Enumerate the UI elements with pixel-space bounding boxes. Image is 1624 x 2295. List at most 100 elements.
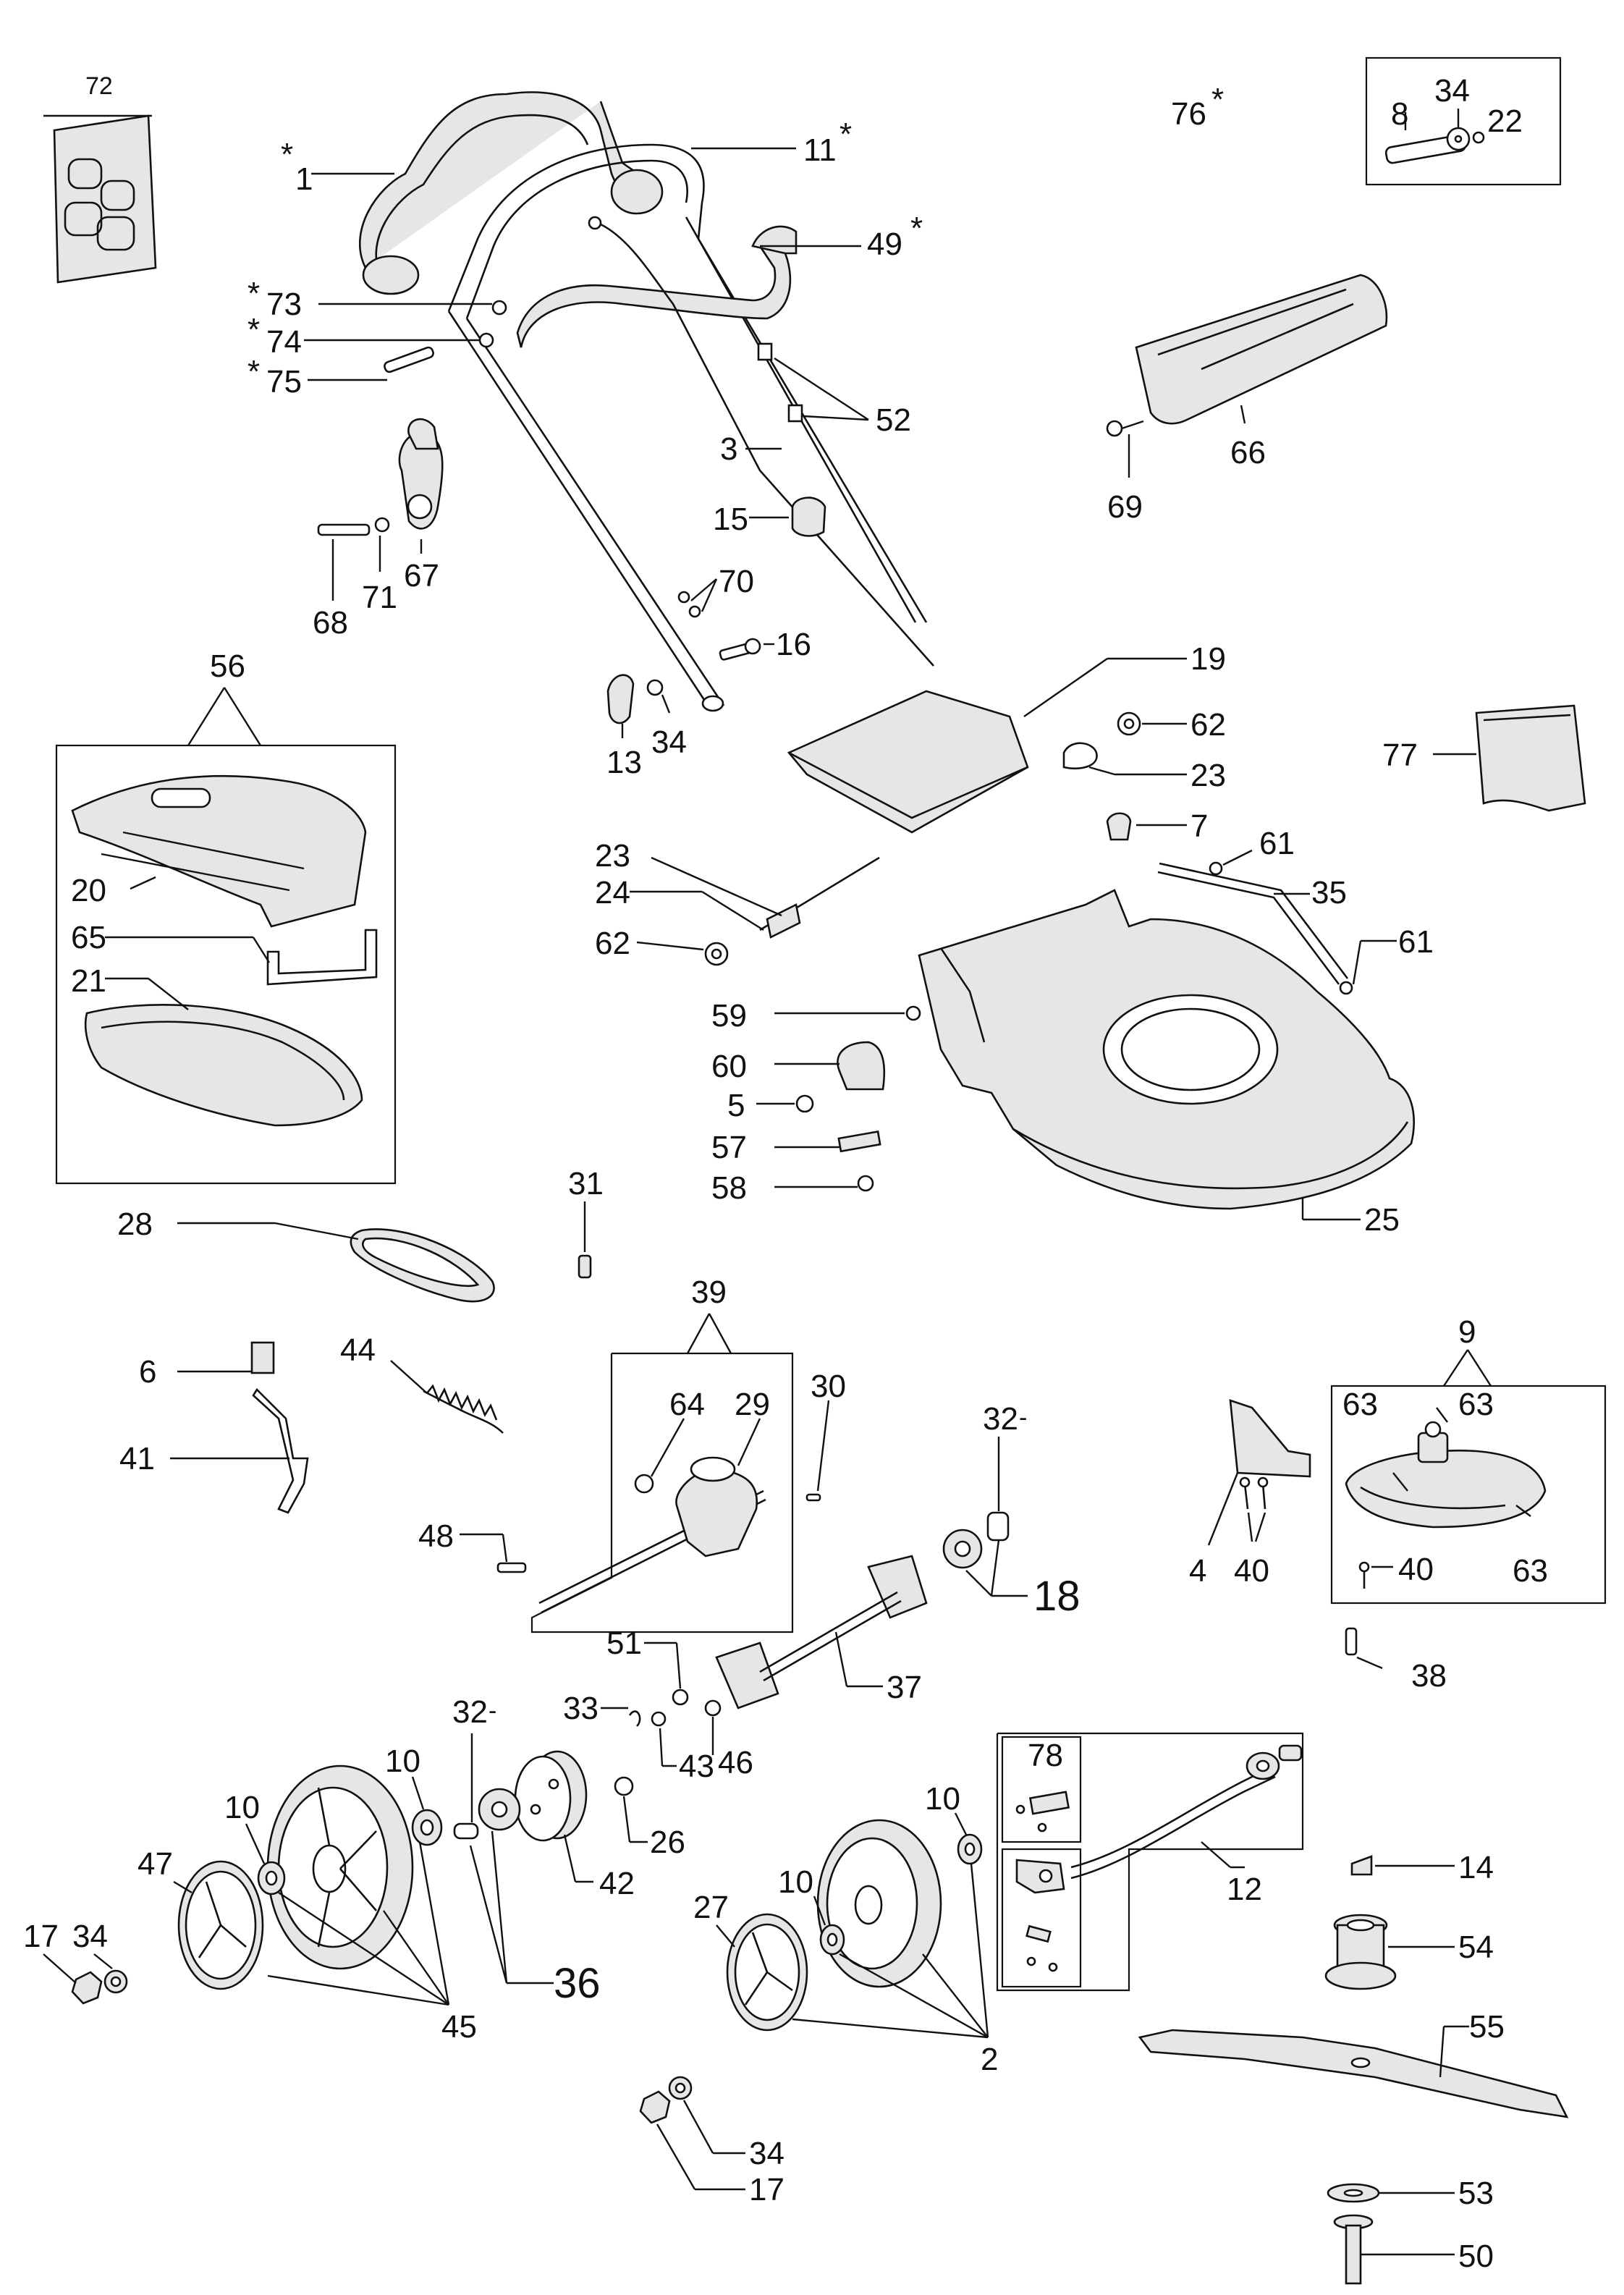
part-73-washer: 73 * xyxy=(248,276,507,322)
part-10-bearing-b: 10 xyxy=(224,1790,286,1895)
label-62-b: 62 xyxy=(595,926,630,961)
label-44: 44 xyxy=(340,1332,376,1368)
part-28-drive-belt: 28 xyxy=(117,1206,495,1303)
label-78: 78 xyxy=(1028,1738,1063,1773)
label-11: 11 xyxy=(803,132,837,168)
label-51: 51 xyxy=(606,1626,642,1661)
part-32-bushing-b: 32 - xyxy=(452,1694,496,1840)
part-45-leaders: 45 xyxy=(267,1841,477,2045)
part-40-screws-a: 40 xyxy=(1234,1476,1269,1589)
label-73-star: * xyxy=(248,276,260,311)
label-1-star: * xyxy=(281,137,293,172)
label-23-a: 23 xyxy=(1190,758,1226,793)
label-32-a: 32 xyxy=(983,1401,1018,1437)
part-30-pin: 30 xyxy=(805,1369,846,1502)
label-37: 37 xyxy=(887,1670,922,1705)
label-20: 20 xyxy=(71,873,106,908)
part-62-bushing-b: 62 xyxy=(595,926,729,966)
label-52: 52 xyxy=(876,402,911,438)
part-11-lower-handle-frame: 11 * xyxy=(447,117,928,712)
part-69-screw: 69 xyxy=(1106,420,1144,525)
label-1: 1 xyxy=(295,161,313,197)
label-43: 43 xyxy=(679,1749,714,1784)
part-75-bolt: 75 * xyxy=(248,346,434,400)
label-10-b: 10 xyxy=(224,1790,260,1825)
part-42-gear-cover: 42 xyxy=(514,1750,635,1901)
label-45: 45 xyxy=(441,2009,477,2045)
part-46-washer: 46 xyxy=(704,1699,753,1780)
label-55: 55 xyxy=(1469,2009,1505,2045)
label-68: 68 xyxy=(313,605,348,641)
label-35: 35 xyxy=(1311,875,1347,910)
part-57-plate: 57 xyxy=(711,1130,881,1165)
label-15: 15 xyxy=(713,502,748,537)
label-50: 50 xyxy=(1458,2239,1494,2274)
label-32-b-dash: - xyxy=(489,1697,496,1725)
label-4: 4 xyxy=(1189,1553,1206,1589)
part-21-catcher-bag: 21 xyxy=(71,963,363,1127)
label-70: 70 xyxy=(719,564,754,599)
label-49-star: * xyxy=(910,211,923,246)
part-29-gearbox: 29 xyxy=(675,1387,770,1558)
part-12-bracket-detail xyxy=(1001,1848,1082,1988)
label-25: 25 xyxy=(1364,1202,1400,1238)
part-34-washer-c: 34 xyxy=(72,1919,128,1994)
part-32-bushing-a: 32 - xyxy=(983,1401,1027,1542)
part-25-mower-deck: 25 xyxy=(918,889,1416,1238)
part-41-bracket: 41 xyxy=(119,1387,309,1514)
label-76-star: * xyxy=(1211,82,1224,117)
label-62-a: 62 xyxy=(1190,707,1226,743)
label-8: 8 xyxy=(1391,96,1408,132)
label-64: 64 xyxy=(669,1387,705,1422)
label-41: 41 xyxy=(119,1441,155,1476)
part-38-bolt: 38 xyxy=(1345,1627,1447,1694)
part-50-blade-bolt: 50 xyxy=(1333,2214,1494,2285)
label-34-c: 34 xyxy=(72,1919,108,1954)
part-9-blade-guard-group: 9 63 63 63 xyxy=(1330,1314,1607,1605)
label-53: 53 xyxy=(1458,2176,1494,2211)
part-48-key: 48 xyxy=(418,1518,527,1573)
part-64-circlip: 64 xyxy=(634,1387,705,1494)
label-73: 73 xyxy=(266,287,302,322)
label-29: 29 xyxy=(735,1387,770,1422)
part-60-bracket: 60 xyxy=(711,1041,886,1091)
label-49: 49 xyxy=(867,227,902,262)
label-69: 69 xyxy=(1107,489,1143,525)
part-7-plug: 7 xyxy=(1106,808,1208,844)
label-33: 33 xyxy=(563,1691,599,1726)
part-13-handle-knob: 13 xyxy=(606,674,642,780)
part-61-clip-b: 61 xyxy=(1339,924,1434,995)
label-57: 57 xyxy=(711,1130,747,1165)
part-16-bolt: 16 xyxy=(719,627,811,662)
label-39: 39 xyxy=(691,1275,727,1310)
part-45-rear-wheel-left xyxy=(266,1764,414,1970)
part-62-bushing-a: 62 xyxy=(1117,707,1226,743)
label-63-a: 63 xyxy=(1342,1387,1378,1422)
label-18: 18 xyxy=(1033,1573,1080,1620)
label-74-star: * xyxy=(248,312,260,347)
part-74-pin: 74 * xyxy=(248,312,494,360)
part-15-cable-clamp: 15 xyxy=(713,496,826,537)
part-56-grass-catcher-group: 56 xyxy=(55,648,397,1185)
label-66: 66 xyxy=(1230,435,1266,470)
part-51-bushing: 51 xyxy=(606,1626,689,1706)
label-47: 47 xyxy=(138,1846,173,1882)
part-6-pad: 6 xyxy=(139,1341,275,1390)
label-10-a: 10 xyxy=(385,1744,420,1779)
part-54-blade-adapter: 54 xyxy=(1324,1914,1494,1990)
label-19: 19 xyxy=(1190,641,1226,677)
part-1-upper-handle: 1 * xyxy=(281,91,664,295)
part-17-nut-right: 17 xyxy=(639,2090,784,2207)
part-66-rear-flap: 66 xyxy=(1135,274,1388,470)
label-46: 46 xyxy=(718,1745,753,1780)
label-12: 12 xyxy=(1227,1872,1262,1907)
label-38: 38 xyxy=(1411,1658,1447,1694)
label-76: 76 xyxy=(1171,96,1206,132)
label-60: 60 xyxy=(711,1049,747,1084)
label-27: 27 xyxy=(693,1890,729,1925)
part-4-bracket: 4 xyxy=(1189,1399,1311,1589)
label-34-d: 34 xyxy=(749,2136,784,2171)
label-23-b: 23 xyxy=(595,838,630,874)
label-14: 14 xyxy=(1458,1850,1494,1885)
part-27-hubcap-right: 27 xyxy=(693,1890,808,2032)
